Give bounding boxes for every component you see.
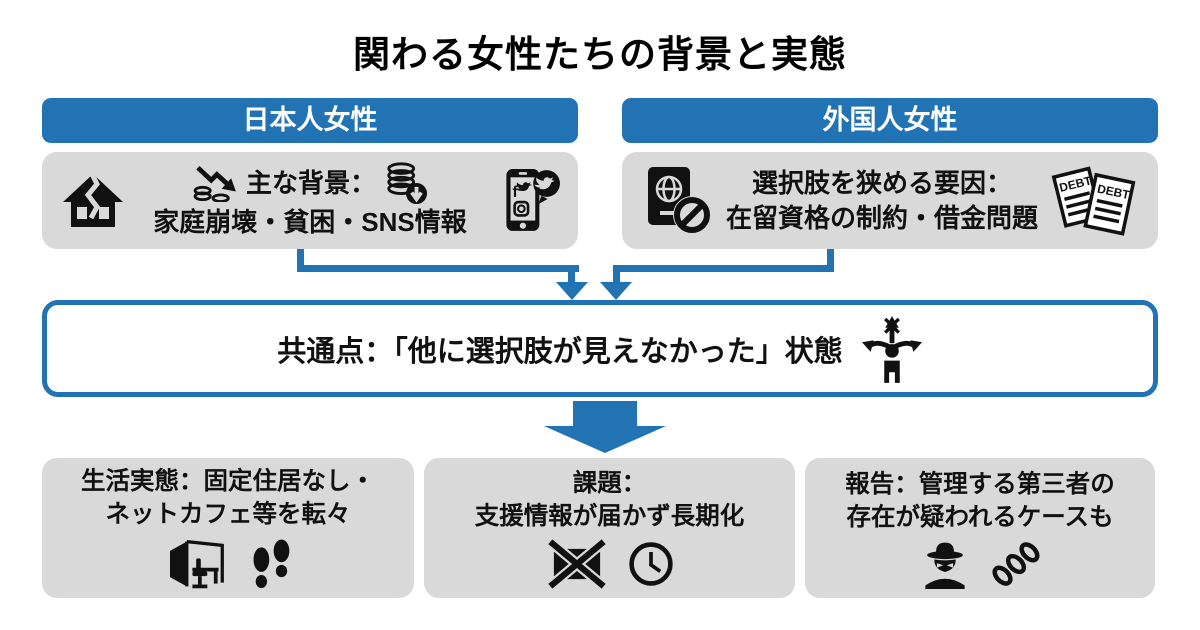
connector-left-horizontal [297, 265, 579, 272]
footprints-icon [253, 539, 290, 588]
connector-right-arrowhead [600, 282, 632, 300]
outcome-living-line2: ネットカフェ等を転々 [105, 500, 351, 528]
common-point-text: 共通点：「他に選択肢が見えなかった」状態 [277, 335, 843, 368]
svg-text:f: f [513, 183, 519, 200]
foreign-background-line2: 在留資格の制約・借金問題 [725, 202, 1038, 233]
declining-coins-icon [193, 166, 236, 203]
smartphone-sns-icon: f [506, 168, 560, 231]
japanese-background-text: 主な背景： 家庭崩壊・貧困・SNS情報 [126, 161, 494, 239]
outcome-box-issue: 課題： 支援情報が届かず長期化 [424, 458, 795, 598]
japanese-background-line1: 主な背景： [245, 168, 376, 199]
outcome-box-living: 生活実態：固定住居なし・ ネットカフェ等を転々 [42, 458, 414, 598]
netcafe-booth-icon [170, 539, 224, 589]
blocked-mail-icon [546, 537, 607, 590]
outcome-report-line2: 存在が疑われるケースも [846, 503, 1114, 531]
outcome-report-icons [918, 539, 1042, 589]
broken-house-icon [63, 170, 123, 227]
outcome-box-report: 報告：管理する第三者の 存在が疑われるケースも [805, 458, 1155, 598]
foreign-background-line1: 選択肢を狭める要因： [751, 168, 1012, 199]
debt-documents-icon: DEBT DEBT [1051, 165, 1136, 236]
connector-left-arrowhead [556, 282, 588, 300]
chain-icon [992, 542, 1040, 586]
page-title: 関わる女性たちの背景と実態 [353, 34, 847, 75]
connector-left-stub [568, 270, 575, 284]
outcome-issue-icons [545, 537, 675, 590]
foreign-background-text: 選択肢を狭める要因： 在留資格の制約・借金問題 [716, 166, 1048, 235]
coins-down-icon [387, 162, 428, 205]
common-point-box: 共通点：「他に選択肢が見えなかった」状態 [42, 300, 1158, 397]
outcome-report-line1: 報告：管理する第三者の [845, 471, 1115, 499]
panel-foreign-background: 選択肢を狭める要因： 在留資格の制約・借金問題 DEBT DEBT [622, 152, 1158, 249]
crossroads-person-icon [861, 315, 922, 383]
outcome-issue-line1: 課題： [572, 470, 647, 498]
panel-japanese-background: 主な背景： 家庭崩壊・貧困・SNS情報 f [42, 152, 578, 249]
connector-left-vertical [297, 249, 304, 269]
header-japanese-women: 日本人女性 [42, 98, 578, 143]
spy-icon [925, 542, 965, 589]
outcome-living-icons [164, 536, 292, 592]
japanese-background-line2: 家庭崩壊・貧困・SNS情報 [153, 207, 467, 238]
header-foreign-women: 外国人女性 [622, 98, 1158, 143]
outcome-issue-line2: 支援情報が届かず長期化 [474, 502, 745, 530]
outcome-living-line1: 生活実態：固定住居なし・ [81, 468, 375, 496]
big-down-arrow-head [544, 426, 666, 453]
svg-text:DEBT: DEBT [1096, 181, 1132, 202]
connector-right-vertical [827, 249, 834, 269]
passport-denied-icon [648, 166, 711, 234]
clock-icon [628, 542, 673, 586]
connector-right-stub [613, 270, 620, 284]
connector-right-horizontal [613, 265, 834, 272]
big-down-arrow-shaft [573, 401, 637, 427]
